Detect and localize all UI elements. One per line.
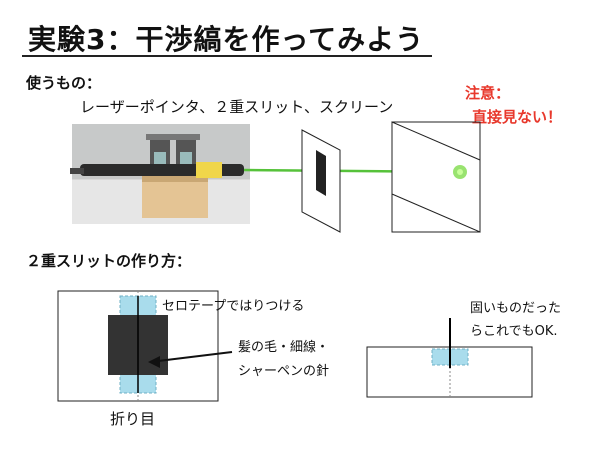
laser-spot-core [457, 169, 463, 175]
arrow-head [148, 356, 160, 368]
page-title: 実験3：干渉縞を作ってみよう [28, 23, 425, 56]
title-underline [22, 55, 432, 57]
warning-title: 注意： [464, 84, 510, 102]
hair-note-line2: シャーペンの針 [238, 364, 330, 379]
hair-note-line1: 髪の毛・細線・ [238, 340, 330, 355]
materials-label: 使うもの： [26, 74, 102, 92]
tape-note: セロテープではりつける [162, 299, 305, 314]
how-to-label: ２重スリットの作り方： [26, 252, 192, 270]
warning-text: 直接見ない！ [471, 108, 562, 126]
hard-note-line2: らこれでもOK. [470, 324, 558, 339]
hair-arrow [149, 351, 233, 363]
hard-note-line1: 固いものだった [470, 301, 562, 316]
laser-photo [70, 124, 250, 224]
screen [391, 121, 481, 233]
materials-list: レーザーポインタ、２重スリット、スクリーン [80, 98, 394, 116]
fold-label: 折り目 [110, 410, 156, 428]
slit-dark-area [316, 150, 326, 196]
